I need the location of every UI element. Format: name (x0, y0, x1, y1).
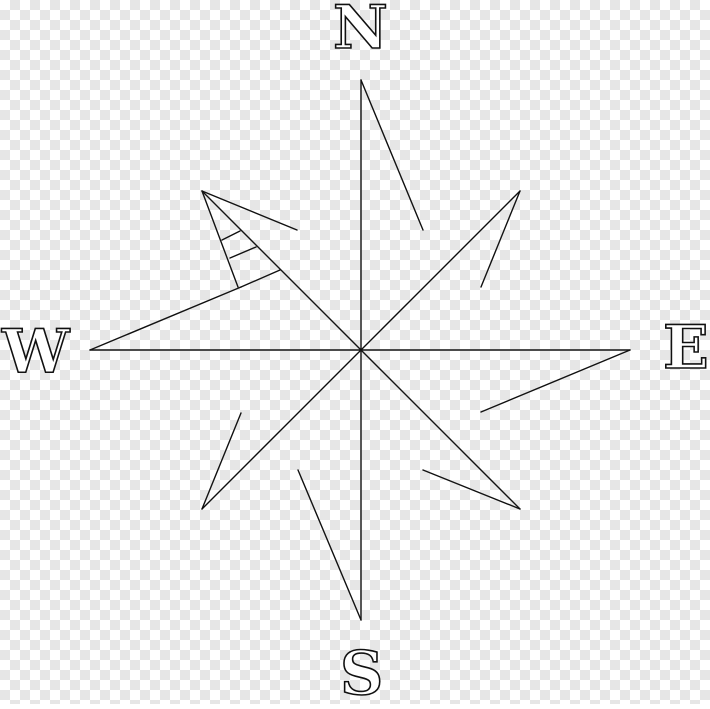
south-label: S (339, 639, 384, 709)
south-point-edge (297, 469, 362, 621)
ne-sw-axis (201, 190, 521, 510)
southwest-point-edge (201, 412, 242, 510)
northwest-detail-2 (229, 246, 257, 259)
northwest-inner-edge-a (201, 190, 239, 288)
northeast-point-edge (480, 190, 521, 288)
east-label: E (662, 313, 709, 383)
northwest-detail-1 (221, 230, 241, 241)
northwest-point-edge (201, 190, 298, 231)
east-point-edge (480, 349, 631, 413)
southeast-point-edge (422, 469, 521, 510)
north-point-edge (360, 79, 424, 231)
northwest-inner-edge-b (240, 269, 281, 288)
west-label: W (1, 317, 70, 387)
north-label: N (332, 0, 388, 63)
west-point-edge (89, 286, 242, 351)
